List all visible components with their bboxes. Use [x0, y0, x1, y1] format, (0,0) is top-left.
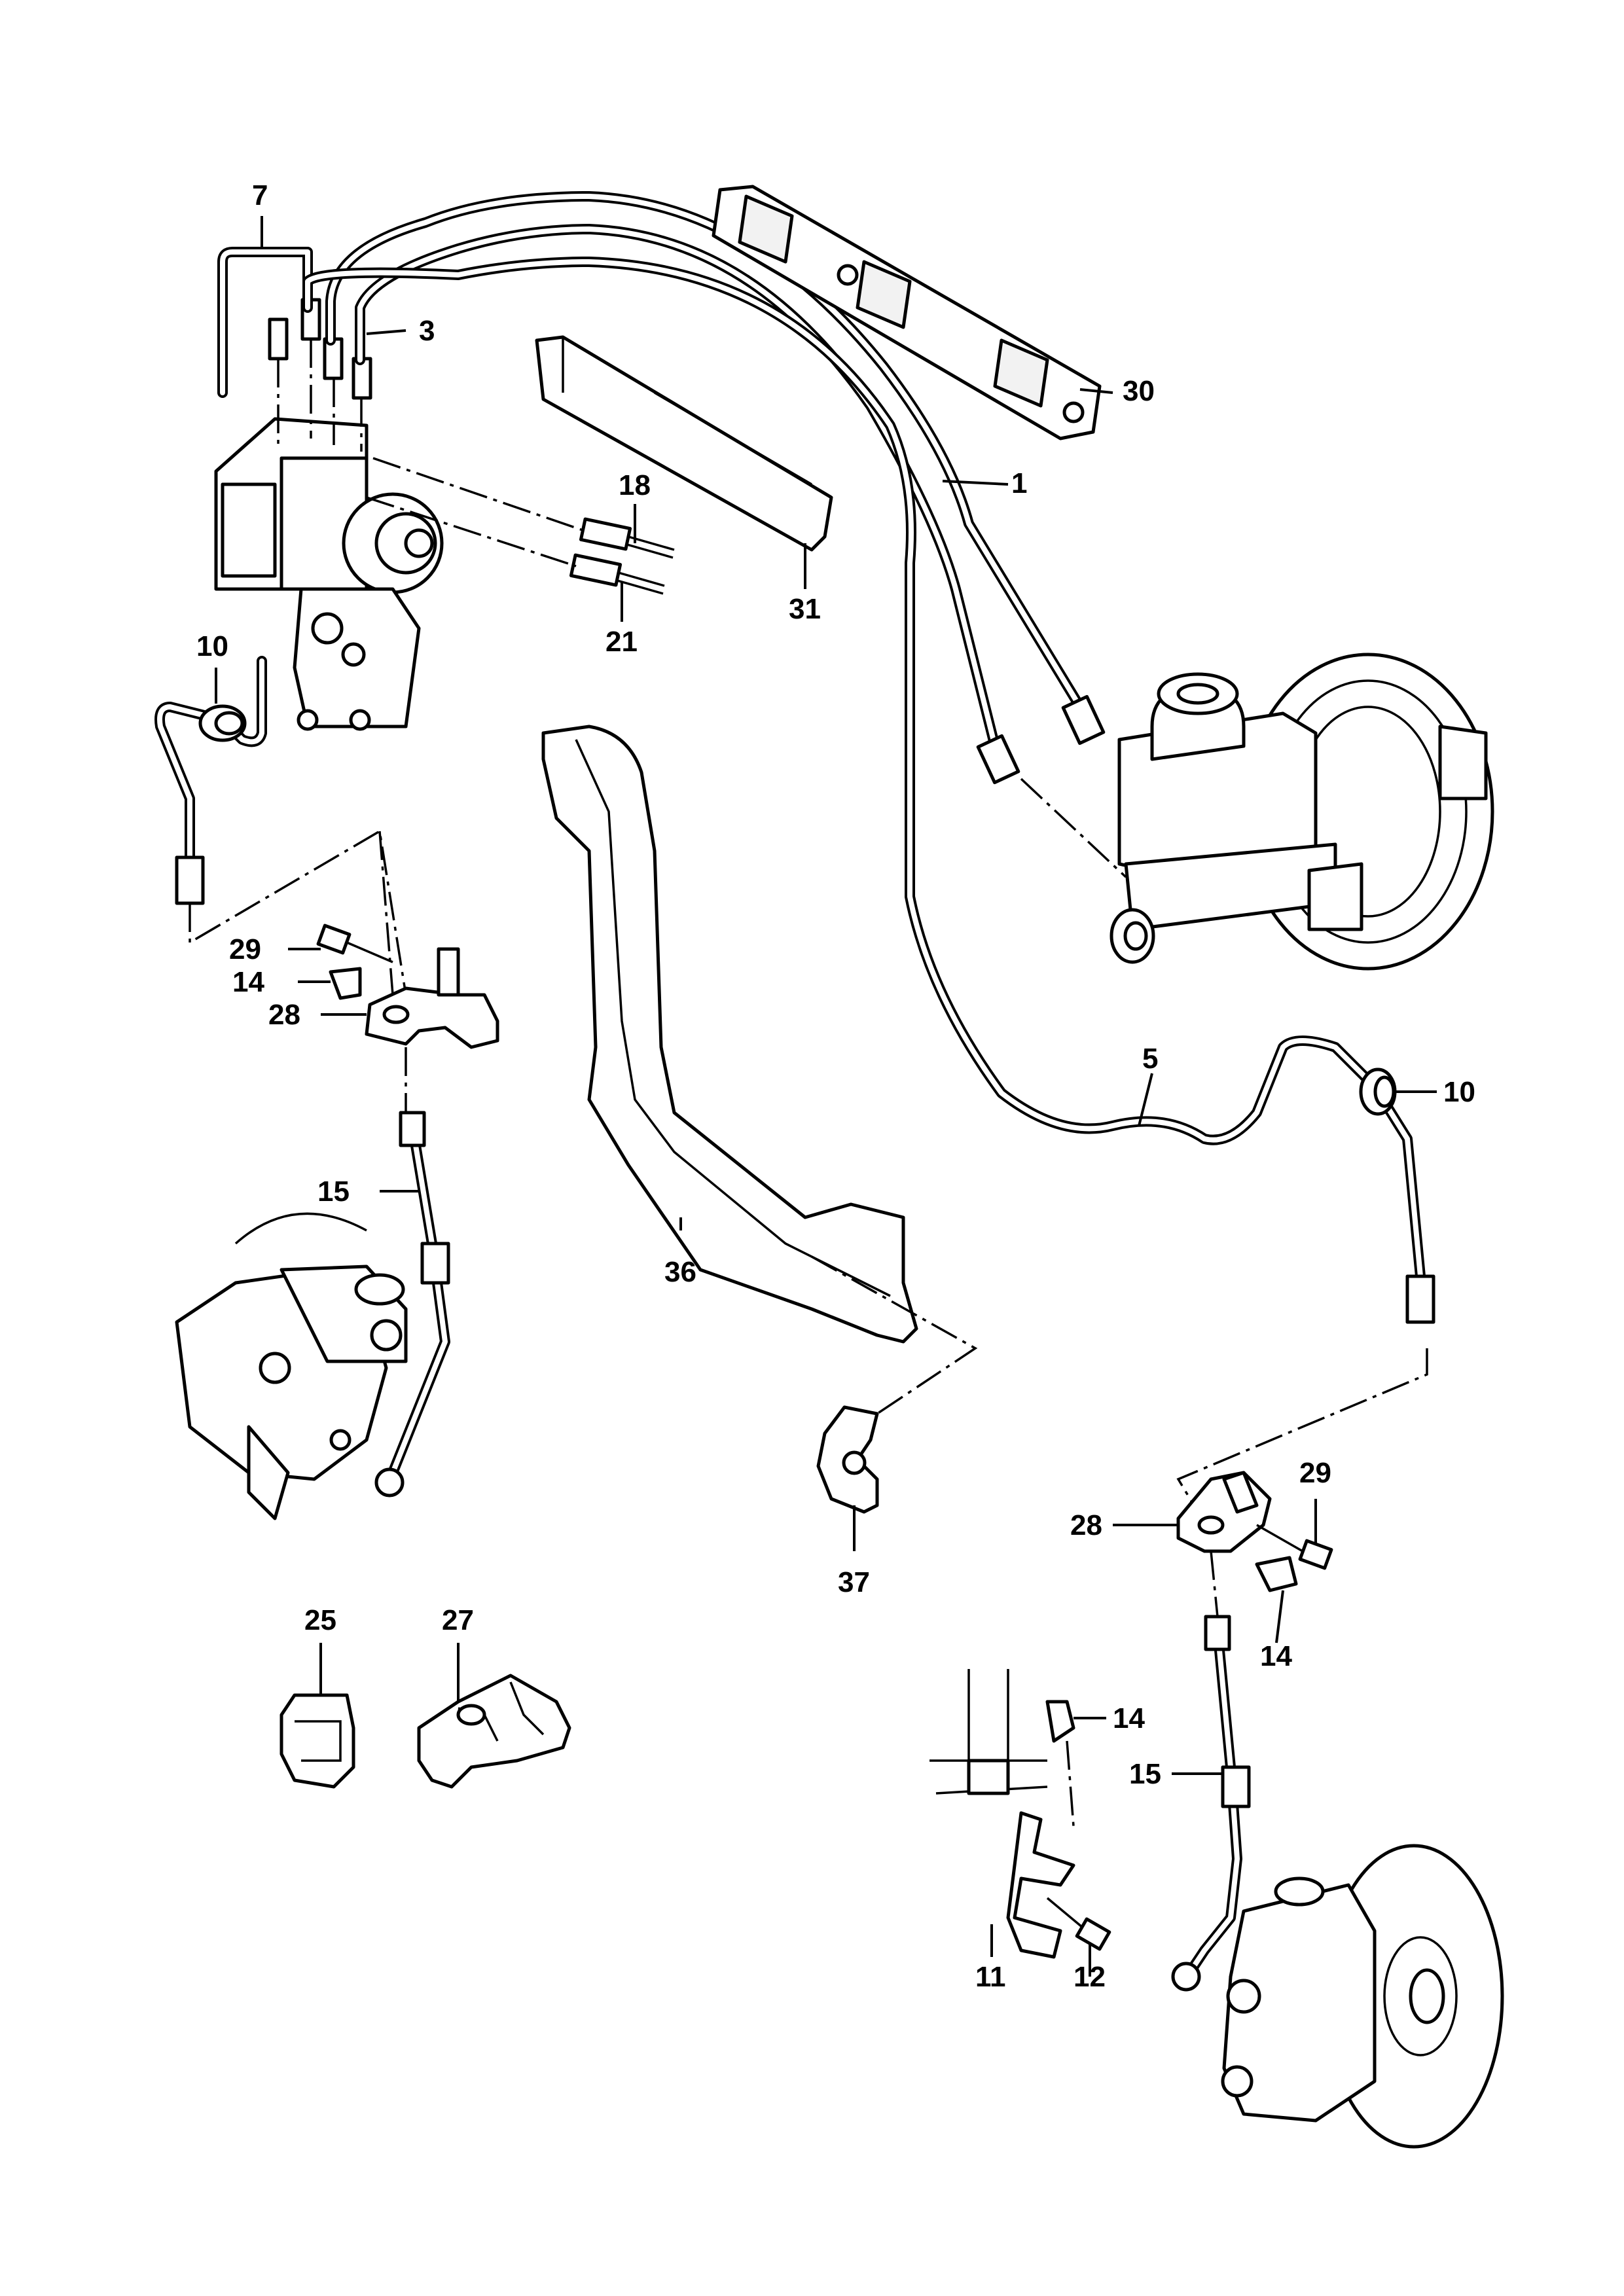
callout-15-left: 15	[317, 1175, 350, 1208]
brake-pipe-7	[217, 247, 313, 398]
bolt-29-right	[1256, 1524, 1333, 1570]
heat-shield-31	[535, 335, 833, 552]
callout-14-strut: 14	[1113, 1702, 1145, 1734]
clip-25	[280, 1693, 355, 1789]
clip-27	[417, 1674, 571, 1789]
protective-strip-30	[712, 185, 1102, 440]
right-front-brake-caliper	[1221, 1844, 1504, 2149]
bolt-12	[1046, 1897, 1111, 1951]
callout-36: 36	[664, 1256, 696, 1288]
master-cylinder-and-brake-booster	[1110, 653, 1494, 971]
callout-29-left: 29	[229, 933, 261, 965]
bolt-21	[569, 553, 665, 595]
callout-7: 7	[252, 179, 268, 211]
clip-14-right-upper	[1255, 1556, 1298, 1592]
bracket-37	[816, 1405, 879, 1514]
callout-5: 5	[1142, 1043, 1158, 1075]
clip-14-left	[329, 967, 362, 1000]
callout-30: 30	[1123, 375, 1155, 407]
callout-11: 11	[975, 1961, 1006, 1993]
left-front-brake-caliper	[175, 1212, 408, 1520]
callout-21: 21	[605, 626, 638, 658]
strut-and-bracket-11	[929, 1669, 1075, 1959]
abs-hydraulic-unit	[214, 298, 444, 731]
bracket-28-left	[365, 947, 499, 1049]
callout-1: 1	[1011, 467, 1027, 499]
callout-10-right: 10	[1443, 1076, 1475, 1108]
callout-14-right-upper: 14	[1260, 1640, 1292, 1672]
bolt-18	[579, 517, 675, 559]
callout-numbers: 7 3 30 1 18 31 21 10 29 14 28 5 10 15 36…	[196, 179, 1475, 1993]
callout-12: 12	[1074, 1961, 1106, 1993]
callout-15-right: 15	[1129, 1758, 1161, 1790]
bracket-28-right	[1176, 1471, 1272, 1553]
callout-14-left: 14	[232, 966, 264, 998]
callout-27: 27	[442, 1604, 474, 1636]
heat-shield-36	[541, 725, 918, 1344]
callout-28-right: 28	[1070, 1509, 1102, 1541]
brake-pipe-5	[302, 257, 1426, 1282]
callout-28-left: 28	[268, 999, 300, 1031]
callout-25: 25	[304, 1604, 336, 1636]
bolt-29-left	[316, 924, 393, 963]
callout-31: 31	[789, 593, 821, 625]
callout-leader-lines	[215, 216, 1437, 1977]
brake-hose-15-right	[1171, 1615, 1251, 1992]
brake-pipe-left-front	[154, 656, 267, 905]
callout-18: 18	[619, 469, 651, 501]
callout-3: 3	[419, 315, 435, 347]
callout-29-right: 29	[1299, 1457, 1331, 1489]
grommet-10-right	[1359, 1067, 1397, 1116]
callout-10-left: 10	[196, 630, 228, 662]
brake-hose-15-left	[374, 1111, 450, 1498]
clip-14-strut	[1045, 1700, 1075, 1743]
callout-37: 37	[838, 1566, 870, 1598]
